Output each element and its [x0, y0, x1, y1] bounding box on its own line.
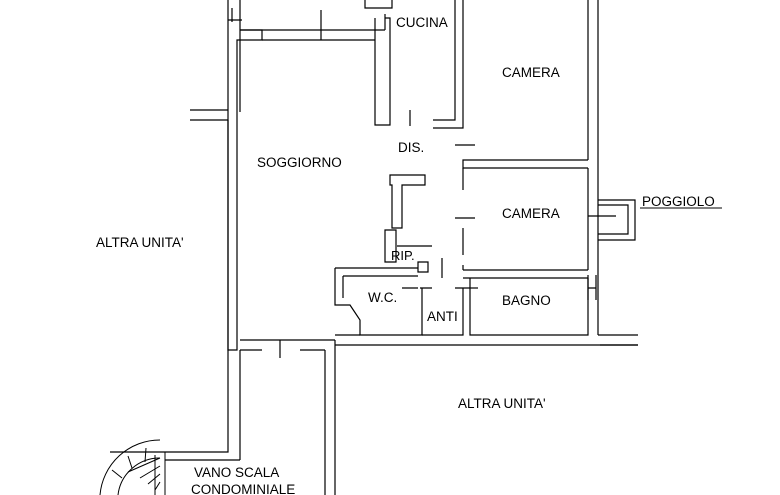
label-vano-scala: VANO SCALA	[194, 465, 279, 480]
wall-west	[190, 0, 263, 351]
wall-rip	[384, 229, 443, 278]
label-altra-unita-left: ALTRA UNITA'	[96, 235, 184, 250]
wall-kitchen	[374, 0, 464, 129]
wall-north	[240, 0, 393, 41]
wall-bath-block	[334, 267, 589, 336]
label-camera-mid: CAMERA	[502, 206, 560, 221]
label-rip: RIP.	[391, 248, 415, 263]
label-anti: ANTI	[427, 309, 458, 324]
label-poggiolo: POGGIOLO	[642, 194, 715, 209]
stairwell	[99, 350, 241, 495]
poggiolo	[588, 199, 722, 241]
label-camera-top: CAMERA	[502, 65, 560, 80]
label-wc: W.C.	[368, 290, 397, 305]
wall-corridor	[389, 144, 475, 270]
label-cucina: CUCINA	[396, 15, 448, 30]
label-soggiorno: SOGGIORNO	[257, 155, 342, 170]
label-condominiale: CONDOMINIALE	[191, 482, 295, 495]
label-dis: DIS.	[398, 140, 424, 155]
label-altra-unita-bottom: ALTRA UNITA'	[458, 396, 546, 411]
label-bagno: BAGNO	[502, 293, 551, 308]
wall-south	[240, 339, 638, 495]
